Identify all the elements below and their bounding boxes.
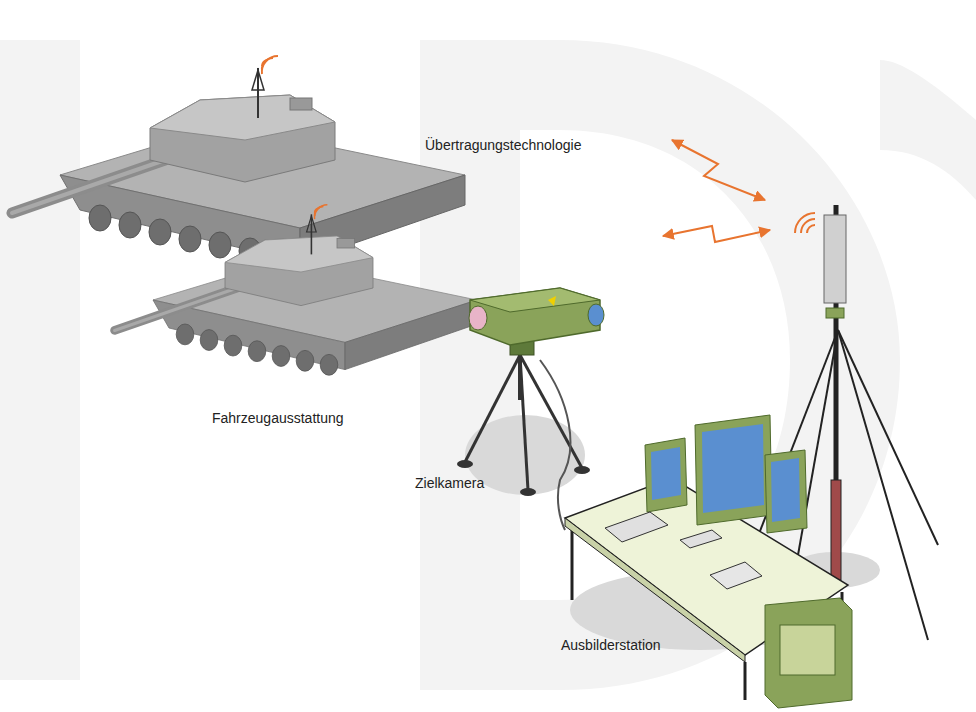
target-camera bbox=[469, 288, 604, 355]
antenna-mast-part-part bbox=[807, 225, 815, 233]
instructor-desk-part bbox=[702, 424, 764, 513]
part-label: Übertragungstechnologie bbox=[425, 137, 581, 153]
radio-link-arrow bbox=[663, 140, 770, 242]
antenna-mast-part bbox=[838, 330, 928, 640]
camera-tripod bbox=[457, 355, 590, 530]
antenna-mast-part bbox=[795, 213, 815, 233]
instructor-desk-part bbox=[771, 458, 800, 522]
radio-link-arrow-part bbox=[672, 140, 765, 200]
camera-tripod-part bbox=[457, 460, 473, 468]
camera-tripod-part bbox=[520, 355, 528, 490]
radio-link-arrow-part bbox=[663, 226, 770, 242]
instructor-desk-part bbox=[765, 598, 852, 708]
instructor-desk bbox=[565, 360, 852, 708]
instructor-desk-part bbox=[695, 415, 772, 525]
target-camera-part bbox=[469, 306, 487, 330]
instructor-desk-part bbox=[605, 512, 668, 542]
instructor-desk-part bbox=[645, 438, 687, 512]
instructor-desk-part bbox=[598, 360, 610, 361]
antenna-mast-part bbox=[826, 308, 844, 318]
tank-illustration bbox=[115, 205, 477, 375]
tank-illustration bbox=[12, 56, 465, 269]
instructor-desk-part bbox=[651, 447, 681, 500]
camera-tripod-part bbox=[520, 355, 582, 468]
camera-tripod-part bbox=[518, 355, 522, 400]
target-camera-part bbox=[470, 288, 600, 312]
antenna-mast-part-part bbox=[801, 219, 815, 233]
camera-tripod-part bbox=[465, 355, 520, 462]
target-camera-part bbox=[588, 304, 604, 326]
camera-tripod-part bbox=[540, 360, 570, 530]
instructor-desk-part bbox=[765, 450, 807, 533]
instructor-desk-part bbox=[780, 625, 835, 675]
antenna-mast-part bbox=[838, 330, 938, 545]
instructor-desk-part bbox=[710, 562, 762, 589]
instructor-desk-part bbox=[680, 530, 722, 548]
instructor-desk-part bbox=[744, 662, 747, 700]
watermark-shapes-part bbox=[880, 60, 976, 200]
part-label: Fahrzeugausstattung bbox=[212, 410, 344, 426]
watermark-shapes-part bbox=[420, 40, 900, 690]
antenna-mast-part-part bbox=[795, 213, 815, 233]
part-label: Ausbilderstation bbox=[561, 637, 661, 653]
target-camera-part bbox=[548, 296, 556, 306]
camera-tripod-part bbox=[520, 488, 536, 496]
watermark-shapes bbox=[0, 40, 976, 690]
antenna-mast-part bbox=[824, 215, 846, 303]
target-camera-part bbox=[470, 288, 600, 345]
watermark-shapes-part bbox=[0, 40, 80, 680]
camera-tripod-part bbox=[574, 466, 590, 474]
instructor-desk-part bbox=[571, 528, 574, 600]
antenna-mast-part bbox=[831, 480, 841, 580]
part-label: Zielkamera bbox=[415, 475, 484, 491]
